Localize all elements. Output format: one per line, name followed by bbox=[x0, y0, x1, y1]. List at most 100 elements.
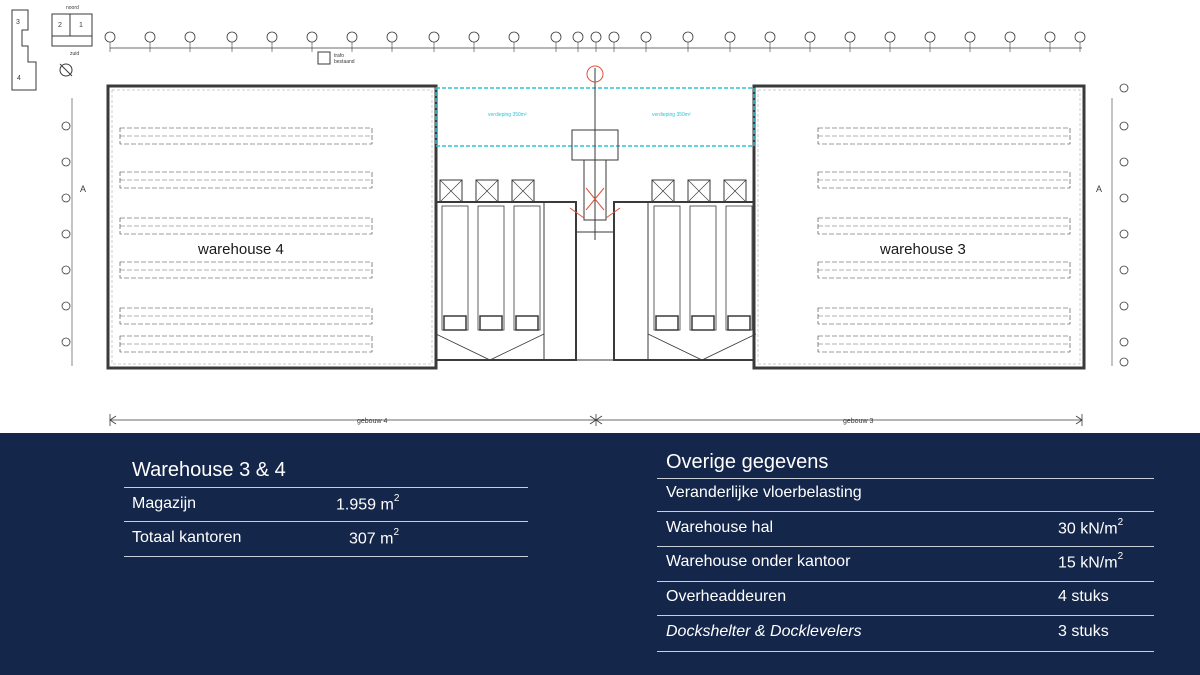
grid-bubbles bbox=[104, 31, 1086, 52]
key-plan-label-1: 1 bbox=[79, 22, 83, 29]
existing-label: bestaand bbox=[334, 59, 355, 65]
grid-bubble bbox=[724, 31, 736, 43]
section-mark-left: A bbox=[80, 184, 86, 194]
truck-bay bbox=[441, 205, 469, 331]
trafo-label: trafo bbox=[334, 53, 344, 59]
grid-bubble bbox=[468, 31, 480, 43]
dock-leveler bbox=[443, 315, 467, 331]
dock-door bbox=[511, 179, 535, 203]
dockshelter-label: Dockshelter & Docklevelers bbox=[666, 623, 862, 640]
grid-bubble bbox=[884, 31, 896, 43]
left-grid-bubbles bbox=[61, 98, 73, 366]
grid-bubble bbox=[104, 31, 116, 43]
dock-leveler bbox=[479, 315, 503, 331]
key-plan: 3 2 1 4 noord zuid bbox=[11, 5, 93, 91]
dock-door bbox=[723, 179, 747, 203]
section-mark-right: A bbox=[1096, 184, 1102, 194]
warehouse-onder-kantoor-value: 15 kN/m2 bbox=[1058, 551, 1124, 572]
dock-doors bbox=[439, 179, 753, 331]
floor-plan: 3 2 1 4 noord zuid trafo bestaand bbox=[11, 5, 1129, 426]
divider bbox=[124, 556, 528, 557]
dock-door-cross bbox=[439, 179, 463, 203]
dock-door-cross bbox=[651, 179, 675, 203]
dock-door bbox=[475, 179, 499, 203]
grid-bubble bbox=[346, 31, 358, 43]
grid-bubble bbox=[1004, 31, 1016, 43]
divider bbox=[657, 511, 1154, 512]
racking-rows bbox=[119, 127, 1071, 353]
grid-bubble bbox=[306, 31, 318, 43]
dock-door bbox=[439, 179, 463, 203]
warehouse-4-label: warehouse 4 bbox=[197, 241, 284, 258]
overheaddeuren-label: Overheaddeuren bbox=[666, 588, 787, 605]
grid-bubble bbox=[508, 31, 520, 43]
dockshelter-value: 3 stuks bbox=[1058, 623, 1109, 640]
grid-bubble bbox=[764, 31, 776, 43]
warehouse-3-label: warehouse 3 bbox=[879, 241, 966, 258]
grid-bubble bbox=[226, 31, 238, 43]
dock-door bbox=[651, 179, 675, 203]
dock-door-cross bbox=[723, 179, 747, 203]
grid-bubble bbox=[61, 265, 71, 275]
vloerbelasting-label: Veranderlijke vloerbelasting bbox=[666, 484, 862, 501]
key-plan-south: zuid bbox=[70, 51, 79, 57]
dock-leveler bbox=[691, 315, 715, 331]
grid-bubble bbox=[1119, 357, 1129, 367]
grid-bubble bbox=[386, 31, 398, 43]
truck-bay bbox=[725, 205, 753, 331]
grid-bubble bbox=[608, 31, 620, 43]
right-grid-bubbles bbox=[1111, 83, 1129, 367]
grid-bubble bbox=[924, 31, 936, 43]
grid-bubble bbox=[1119, 83, 1129, 93]
grid-bubble bbox=[428, 31, 440, 43]
truck-bay bbox=[653, 205, 681, 331]
mezzanine-label-left: verdieping 350m² bbox=[488, 112, 527, 118]
divider bbox=[657, 581, 1154, 582]
grid-bubble bbox=[61, 193, 71, 203]
warehouse-hal-label: Warehouse hal bbox=[666, 519, 774, 536]
building-dimensions bbox=[109, 414, 1083, 426]
right-panel-title: Overige gegevens bbox=[666, 451, 829, 473]
dock-leveler bbox=[727, 315, 751, 331]
dock-leveler bbox=[515, 315, 539, 331]
dock-leveler bbox=[655, 315, 679, 331]
grid-bubble bbox=[590, 31, 602, 43]
overheaddeuren-value: 4 stuks bbox=[1058, 588, 1109, 605]
divider bbox=[124, 521, 528, 522]
grid-bubble bbox=[1044, 31, 1056, 43]
trafo-box bbox=[317, 51, 331, 65]
key-plan-label-3: 3 bbox=[16, 19, 20, 26]
grid-bubble bbox=[61, 121, 71, 131]
divider bbox=[124, 487, 528, 488]
warehouse-hal-value: 30 kN/m2 bbox=[1058, 517, 1124, 538]
grid-bubble bbox=[964, 31, 976, 43]
left-panel-title: Warehouse 3 & 4 bbox=[132, 459, 286, 481]
grid-bubble bbox=[144, 31, 156, 43]
divider bbox=[657, 651, 1154, 652]
dock-door bbox=[687, 179, 711, 203]
divider bbox=[657, 478, 1154, 479]
grid-bubble bbox=[61, 157, 71, 167]
grid-bubble bbox=[682, 31, 694, 43]
dock-door-cross bbox=[511, 179, 535, 203]
totaal-kantoren-label: Totaal kantoren bbox=[132, 529, 242, 546]
grid-bubble bbox=[1119, 121, 1129, 131]
grid-bubble bbox=[1119, 229, 1129, 239]
magazijn-label: Magazijn bbox=[132, 495, 197, 512]
mezzanine-label-right: verdieping 350m² bbox=[652, 112, 691, 118]
grid-bubble bbox=[1119, 265, 1129, 275]
floor-plan-drawing: 3 2 1 4 noord zuid trafo bestaand bbox=[11, 5, 1129, 426]
warehouse-onder-kantoor-label: Warehouse onder kantoor bbox=[666, 553, 851, 570]
totaal-kantoren-value: 307 m2 bbox=[349, 527, 400, 548]
grid-bubble bbox=[266, 31, 278, 43]
grid-bubble bbox=[804, 31, 816, 43]
grid-bubble bbox=[61, 337, 71, 347]
grid-bubble bbox=[1119, 301, 1129, 311]
truck-bay bbox=[689, 205, 717, 331]
grid-bubble bbox=[1074, 31, 1086, 43]
grid-bubble bbox=[550, 31, 562, 43]
key-plan-north: noord bbox=[66, 5, 79, 11]
key-plan-label-4: 4 bbox=[17, 75, 21, 82]
key-plan-label-2: 2 bbox=[58, 22, 62, 29]
grid-bubble bbox=[844, 31, 856, 43]
